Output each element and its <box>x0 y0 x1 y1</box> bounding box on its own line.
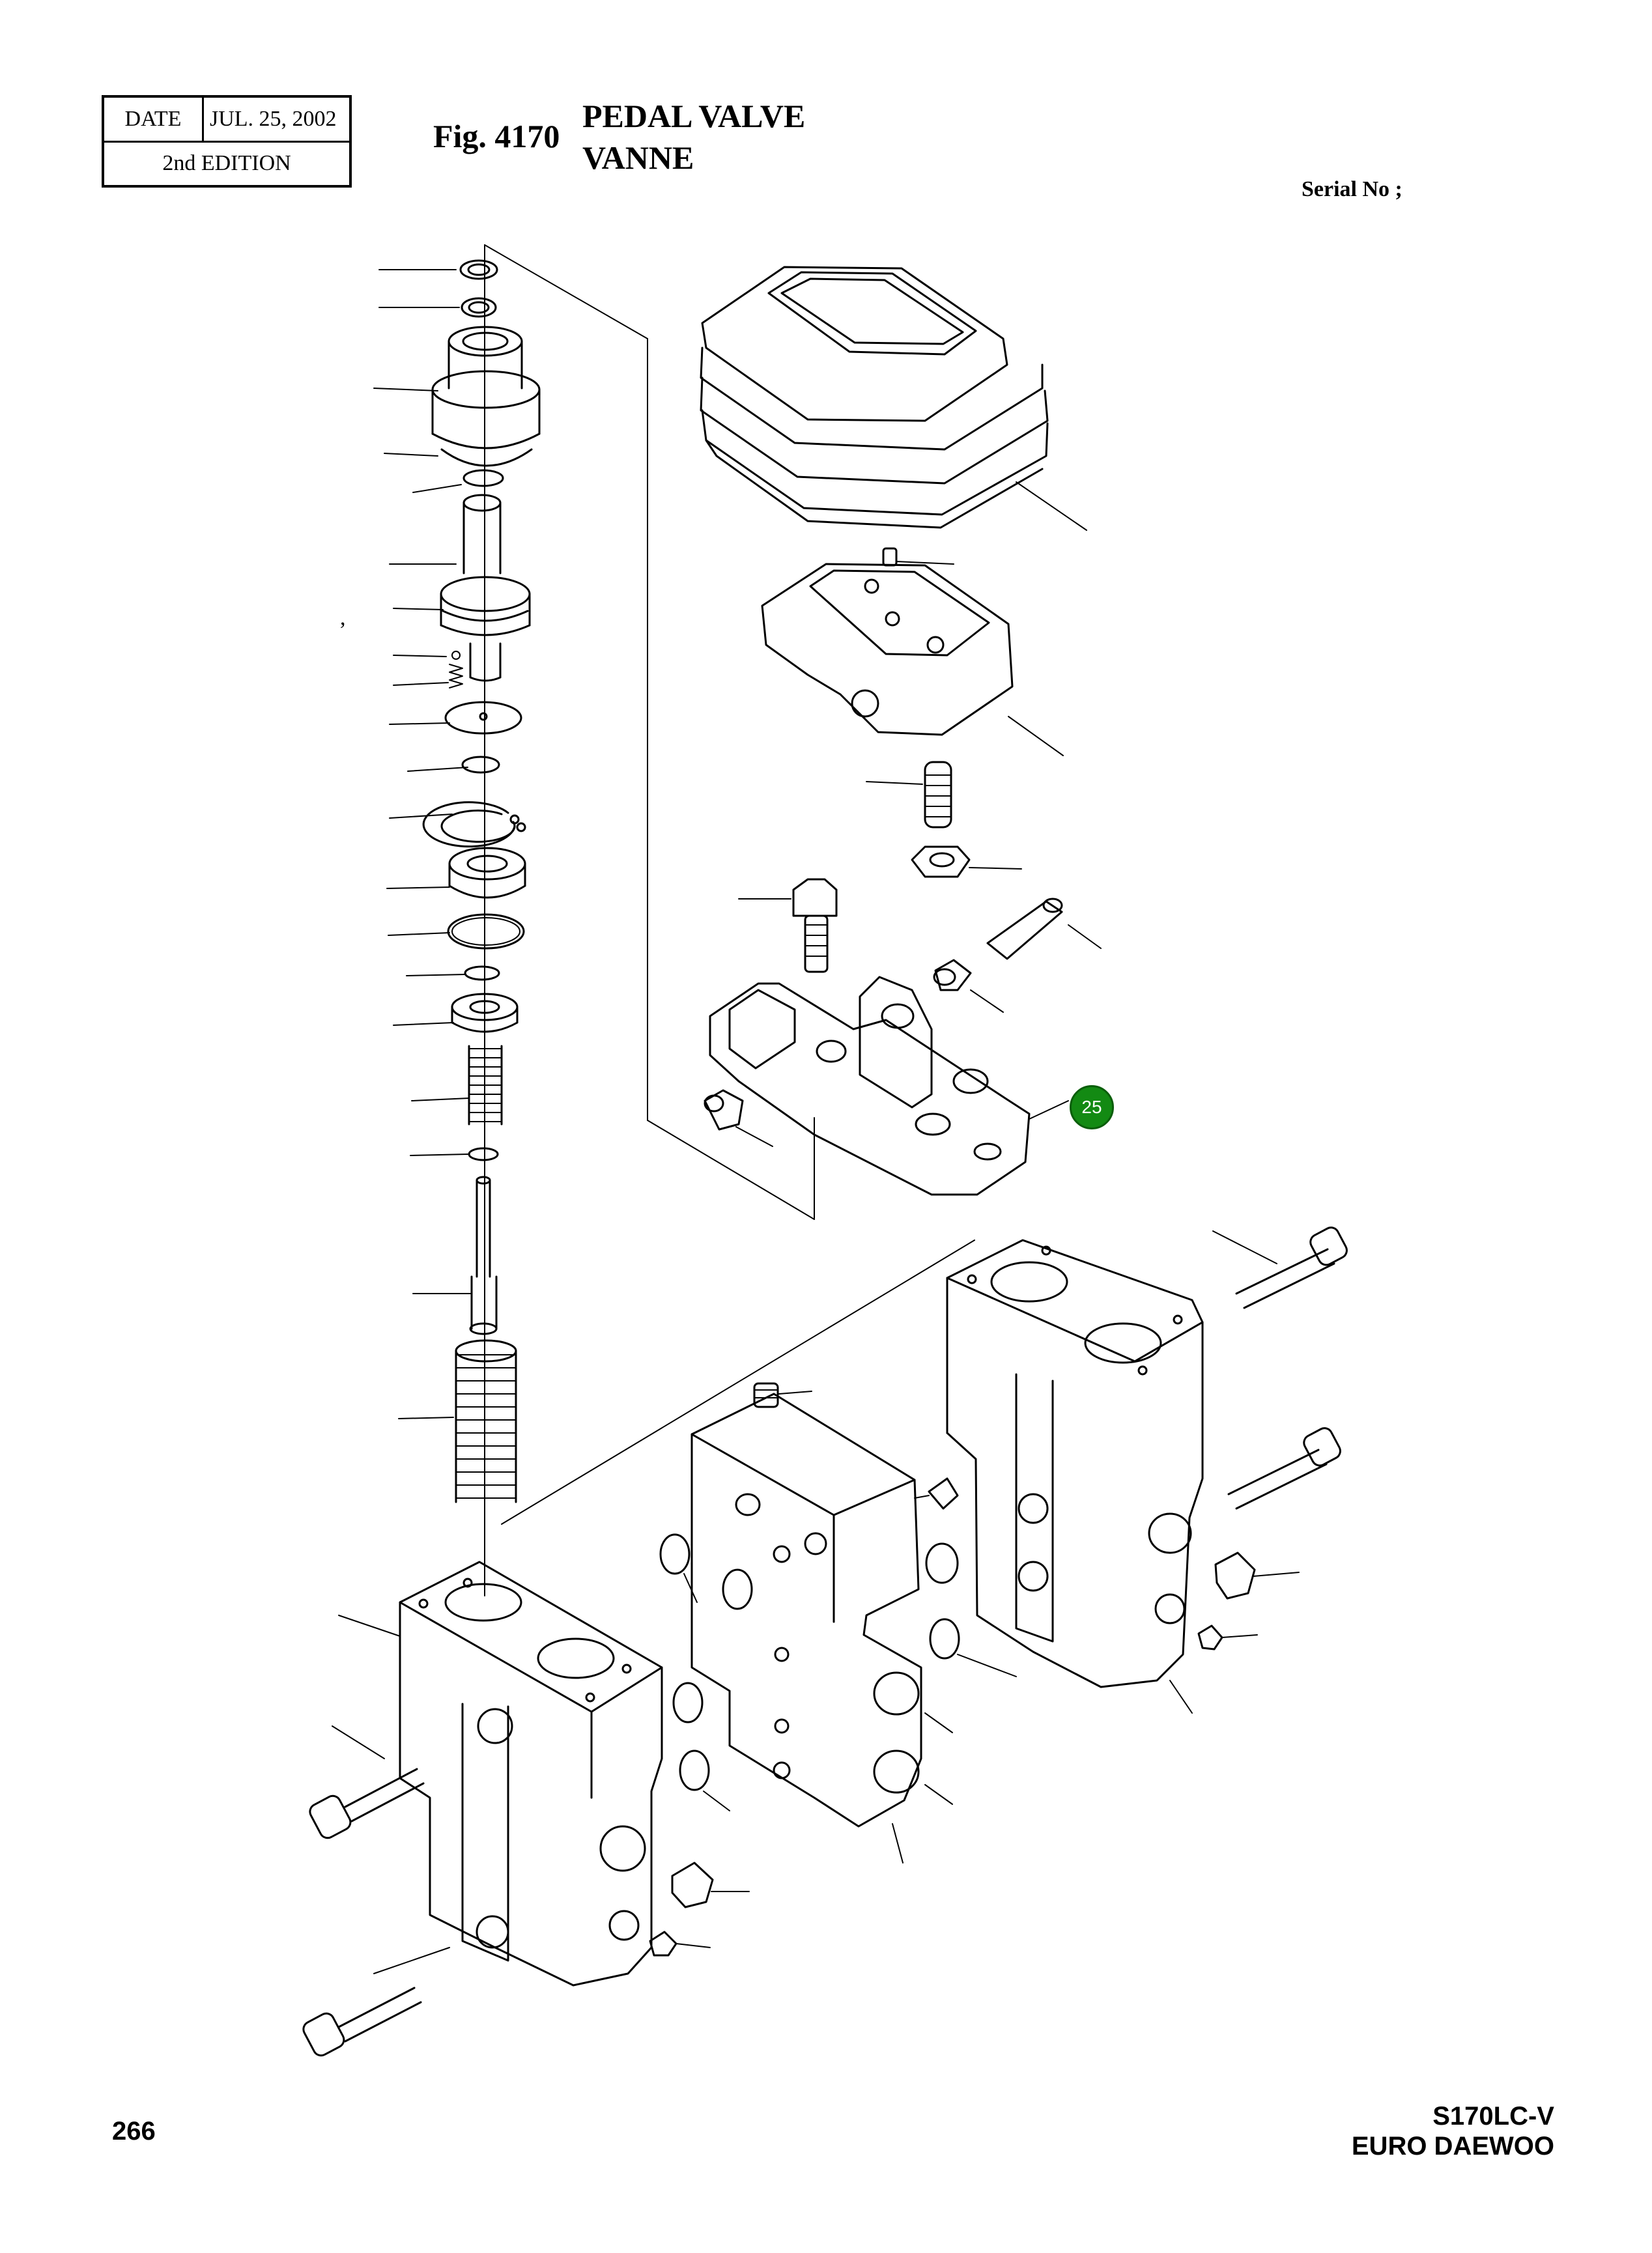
seal-stack <box>422 259 541 1503</box>
middle-plate <box>691 1382 959 1863</box>
set-screw-and-nut <box>866 761 1022 878</box>
date-value: JUL. 25, 2002 <box>210 107 337 131</box>
figure-number: Fig. 4170 <box>433 118 560 154</box>
page-number: 266 <box>112 2117 156 2146</box>
right-bolts <box>1197 1226 1348 1651</box>
figure-title-english: PEDAL VALVE <box>582 98 806 134</box>
valve-body-left <box>338 1561 663 1987</box>
o-rings <box>659 1533 1017 1811</box>
pedal-bracket <box>709 976 1069 1196</box>
valve-body-right <box>946 1230 1277 1714</box>
brand-name: EURO DAEWOO <box>1351 2132 1554 2161</box>
edition-label: 2nd EDITION <box>162 151 291 175</box>
model-code: S170LC-V <box>1432 2102 1554 2131</box>
pedal-cover <box>761 547 1064 756</box>
date-edition-box: DATE JUL. 25, 2002 2nd EDITION <box>102 95 352 188</box>
stray-mark: , <box>340 606 346 630</box>
rubber-boot <box>700 266 1087 531</box>
serial-number-label: Serial No ; <box>1302 177 1403 201</box>
pivot-bolt-and-pin <box>704 878 1102 1147</box>
callout-badge-25[interactable]: 25 <box>1070 1085 1114 1129</box>
date-label: DATE <box>104 98 204 141</box>
left-bolts <box>302 1725 750 2057</box>
figure-title: PEDAL VALVE VANNE <box>582 95 805 178</box>
leader-lines-left <box>373 269 472 1419</box>
figure-title-french: VANNE <box>582 139 694 176</box>
date-row: DATE JUL. 25, 2002 <box>104 98 349 143</box>
model-info: S170LC-V EURO DAEWOO <box>1352 2101 1554 2161</box>
